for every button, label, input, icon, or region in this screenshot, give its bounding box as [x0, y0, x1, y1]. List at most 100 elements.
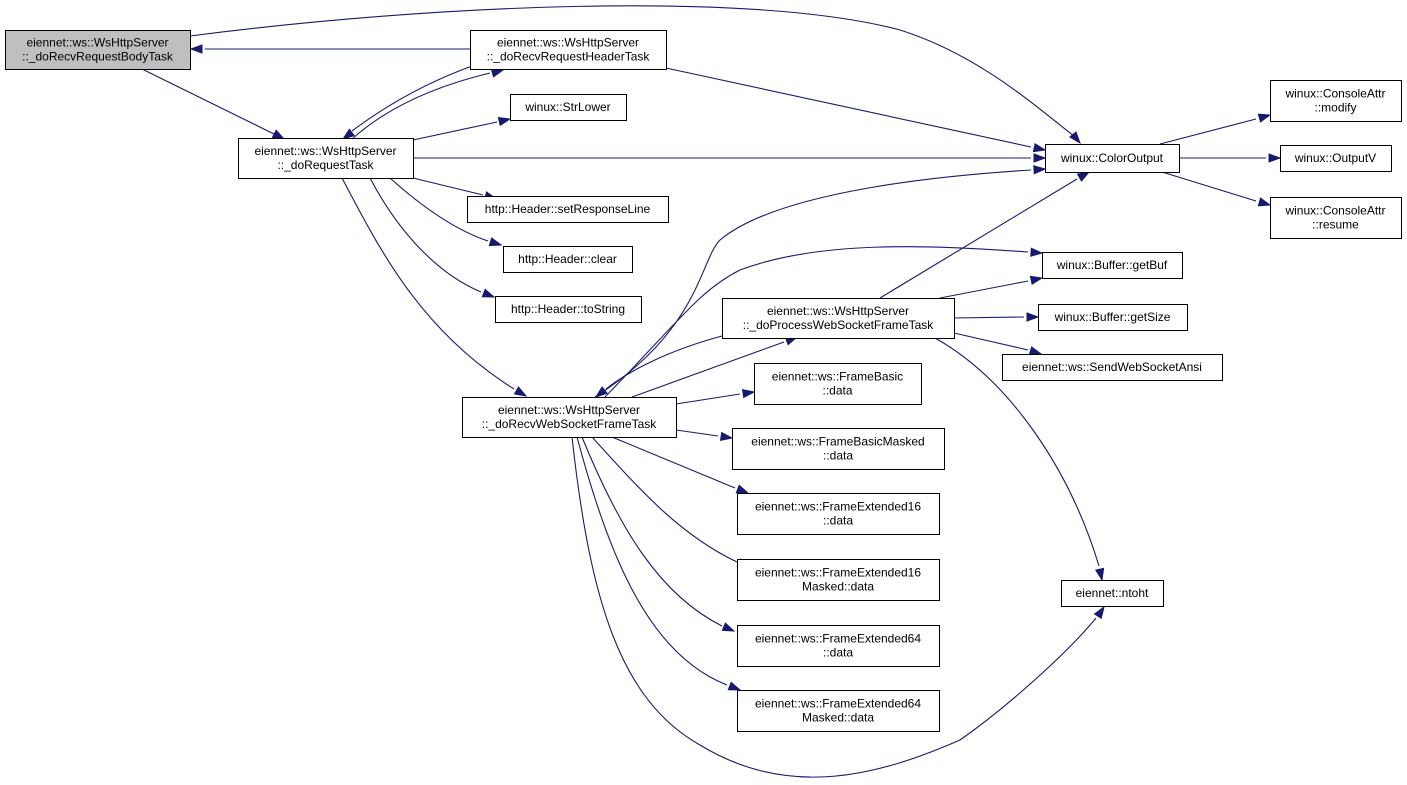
node-box[interactable] [238, 138, 414, 179]
node-frameExt64[interactable]: eiennet::ws::FrameExtended64::data [737, 625, 940, 667]
node-box[interactable] [1002, 354, 1223, 381]
node-label: ::data [822, 384, 852, 398]
edge-procWS-to-sendAnsi [953, 332, 1043, 356]
edge-recvWS-to-getBuf [604, 246, 1044, 398]
node-box[interactable] [737, 493, 940, 535]
node-setResp[interactable]: http::Header::setResponseLine [467, 196, 669, 223]
node-frameExt16[interactable]: eiennet::ws::FrameExtended16::data [737, 493, 940, 535]
node-procWS[interactable]: eiennet::ws::WsHttpServer::_doProcessWeb… [722, 298, 955, 339]
node-recvWS[interactable]: eiennet::ws::WsHttpServer::_doRecvWebSoc… [462, 397, 677, 438]
arrowhead-icon [488, 237, 503, 247]
node-sendAnsi[interactable]: eiennet::ws::SendWebSocketAnsi [1002, 354, 1223, 381]
node-box[interactable] [1280, 145, 1392, 172]
node-caResume[interactable]: winux::ConsoleAttr::resume [1270, 197, 1402, 239]
node-label: http::Header::toString [511, 302, 625, 316]
arrowhead-icon [719, 431, 734, 442]
node-box[interactable] [462, 397, 677, 438]
node-label: eiennet::ws::FrameExtended16 [755, 500, 921, 514]
node-recvHeader[interactable]: eiennet::ws::WsHttpServer::_doRecvReques… [470, 30, 667, 70]
arrowhead-icon [1028, 346, 1043, 356]
edge-procWS-to-recvWS [594, 335, 723, 398]
node-box[interactable] [495, 296, 642, 323]
node-label: ::data [823, 449, 853, 463]
edge-recvHeader-to-request [341, 65, 473, 140]
node-box[interactable] [737, 559, 940, 601]
edge-recvBody-to-request [141, 68, 286, 140]
node-frameBasic[interactable]: eiennet::ws::FrameBasic::data [754, 363, 922, 405]
edge-colorOutput-to-outputV [1179, 153, 1282, 163]
node-box[interactable] [722, 298, 955, 339]
node-box[interactable] [1270, 80, 1402, 122]
edge-line [675, 393, 741, 405]
node-label: winux::ConsoleAttr [1284, 87, 1385, 101]
arrowhead-icon [1030, 247, 1044, 257]
node-box[interactable] [503, 246, 633, 273]
arrowhead-icon [1076, 171, 1091, 182]
node-box[interactable] [470, 30, 667, 70]
arrowhead-icon [497, 116, 512, 127]
node-box[interactable] [467, 196, 669, 223]
edge-line [611, 436, 736, 489]
arrowhead-icon [721, 622, 736, 632]
node-label: ::_doProcessWebSocketFrameTask [743, 318, 935, 332]
node-request[interactable]: eiennet::ws::WsHttpServer::_doRequestTas… [238, 138, 414, 179]
edge-line [369, 177, 482, 293]
node-box[interactable] [737, 690, 940, 732]
node-caModify[interactable]: winux::ConsoleAttr::modify [1270, 80, 1402, 122]
arrowhead-icon [594, 386, 608, 398]
node-box[interactable] [1061, 580, 1164, 607]
node-label: eiennet::ws::FrameBasicMasked [751, 435, 924, 449]
node-strLower[interactable]: winux::StrLower [510, 94, 627, 121]
node-hdrToString[interactable]: http::Header::toString [495, 296, 642, 323]
node-label: eiennet::ws::WsHttpServer [498, 403, 640, 417]
node-box[interactable] [1042, 252, 1183, 279]
edge-line [389, 177, 489, 242]
node-box[interactable] [754, 363, 922, 405]
arrowhead-icon [1093, 605, 1105, 620]
node-colorOutput[interactable]: winux::ColorOutput [1045, 144, 1180, 173]
node-label: Masked::data [802, 580, 874, 594]
edge-line [581, 436, 723, 627]
arrowhead-icon [1029, 275, 1044, 286]
node-box[interactable] [732, 428, 945, 470]
node-getSize[interactable]: winux::Buffer::getSize [1038, 304, 1188, 331]
node-label: winux::ColorOutput [1060, 151, 1164, 165]
node-frameBasicMasked[interactable]: eiennet::ws::FrameBasicMasked::data [732, 428, 945, 470]
arrowhead-icon [513, 386, 528, 397]
node-box[interactable] [1038, 304, 1188, 331]
edge-line [953, 316, 1025, 319]
node-outputV[interactable]: winux::OutputV [1280, 145, 1392, 172]
nodes-layer: eiennet::ws::WsHttpServer::_doRecvReques… [5, 30, 1402, 732]
edges-layer [141, 5, 1282, 778]
arrowhead-icon [1026, 312, 1040, 322]
node-box[interactable] [737, 625, 940, 667]
arrowhead-icon [1268, 153, 1282, 163]
node-recvBody[interactable]: eiennet::ws::WsHttpServer::_doRecvReques… [5, 30, 191, 70]
node-getBuf[interactable]: winux::Buffer::getBuf [1042, 252, 1183, 279]
edge-recvWS-to-frameExt64 [581, 436, 736, 632]
edge-procWS-to-ntoht [934, 337, 1105, 582]
node-ntoht[interactable]: eiennet::ntoht [1061, 580, 1164, 607]
node-label: http::Header::clear [518, 252, 617, 266]
node-label: winux::StrLower [524, 100, 610, 114]
node-label: winux::Buffer::getBuf [1056, 258, 1168, 272]
edge-recvHeader-to-colorOutput [665, 67, 1047, 153]
edge-recvWS-to-frameBasic [675, 388, 756, 405]
edge-request-to-hdrToString [369, 177, 496, 298]
edge-line [412, 177, 484, 196]
node-hdrClear[interactable]: http::Header::clear [503, 246, 633, 273]
edge-recvWS-to-ntoht [571, 436, 1105, 778]
node-box[interactable] [1270, 197, 1402, 239]
edge-recvBody-to-colorOutput [189, 5, 1081, 145]
edge-line [412, 121, 498, 141]
edge-recvWS-to-frameBasicMasked [675, 429, 734, 442]
node-box[interactable] [510, 94, 627, 121]
node-box[interactable] [5, 30, 191, 70]
node-box[interactable] [1045, 144, 1180, 173]
node-label: ::modify [1314, 101, 1356, 115]
arrowhead-icon [341, 128, 356, 140]
edge-request-to-strLower [412, 116, 512, 141]
